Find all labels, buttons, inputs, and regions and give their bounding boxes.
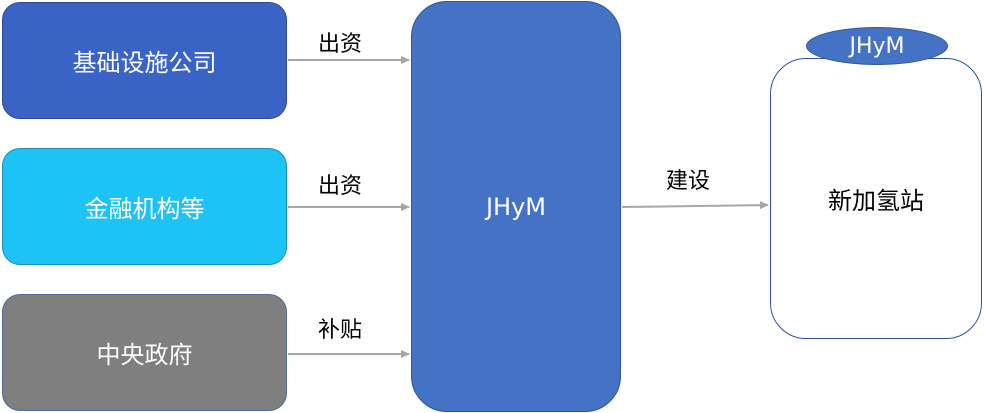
center-label: JHyM: [485, 192, 547, 221]
edge-label-investment-1: 出资: [318, 32, 363, 57]
edge-label-investment-2: 出资: [318, 174, 363, 199]
edge-label-subsidy: 补贴: [318, 318, 363, 343]
target-label: 新加氢站: [828, 187, 924, 215]
source-box-financial: 金融机构等: [2, 148, 287, 265]
source-label-financial: 金融机构等: [84, 195, 205, 223]
arrow-jhym-to-station: [621, 201, 769, 210]
source-label-government: 中央政府: [96, 341, 193, 369]
source-box-infrastructure: 基础设施公司: [2, 2, 287, 119]
target-box-new-station: 新加氢站: [770, 58, 982, 339]
source-label-infrastructure: 基础设施公司: [72, 49, 217, 77]
source-box-government: 中央政府: [2, 294, 287, 411]
target-badge-label: JHyM: [849, 33, 905, 59]
target-badge-jhym: JHyM: [806, 27, 948, 65]
center-box-jhym: JHyM: [411, 1, 621, 412]
edge-label-construction: 建设: [666, 169, 711, 194]
